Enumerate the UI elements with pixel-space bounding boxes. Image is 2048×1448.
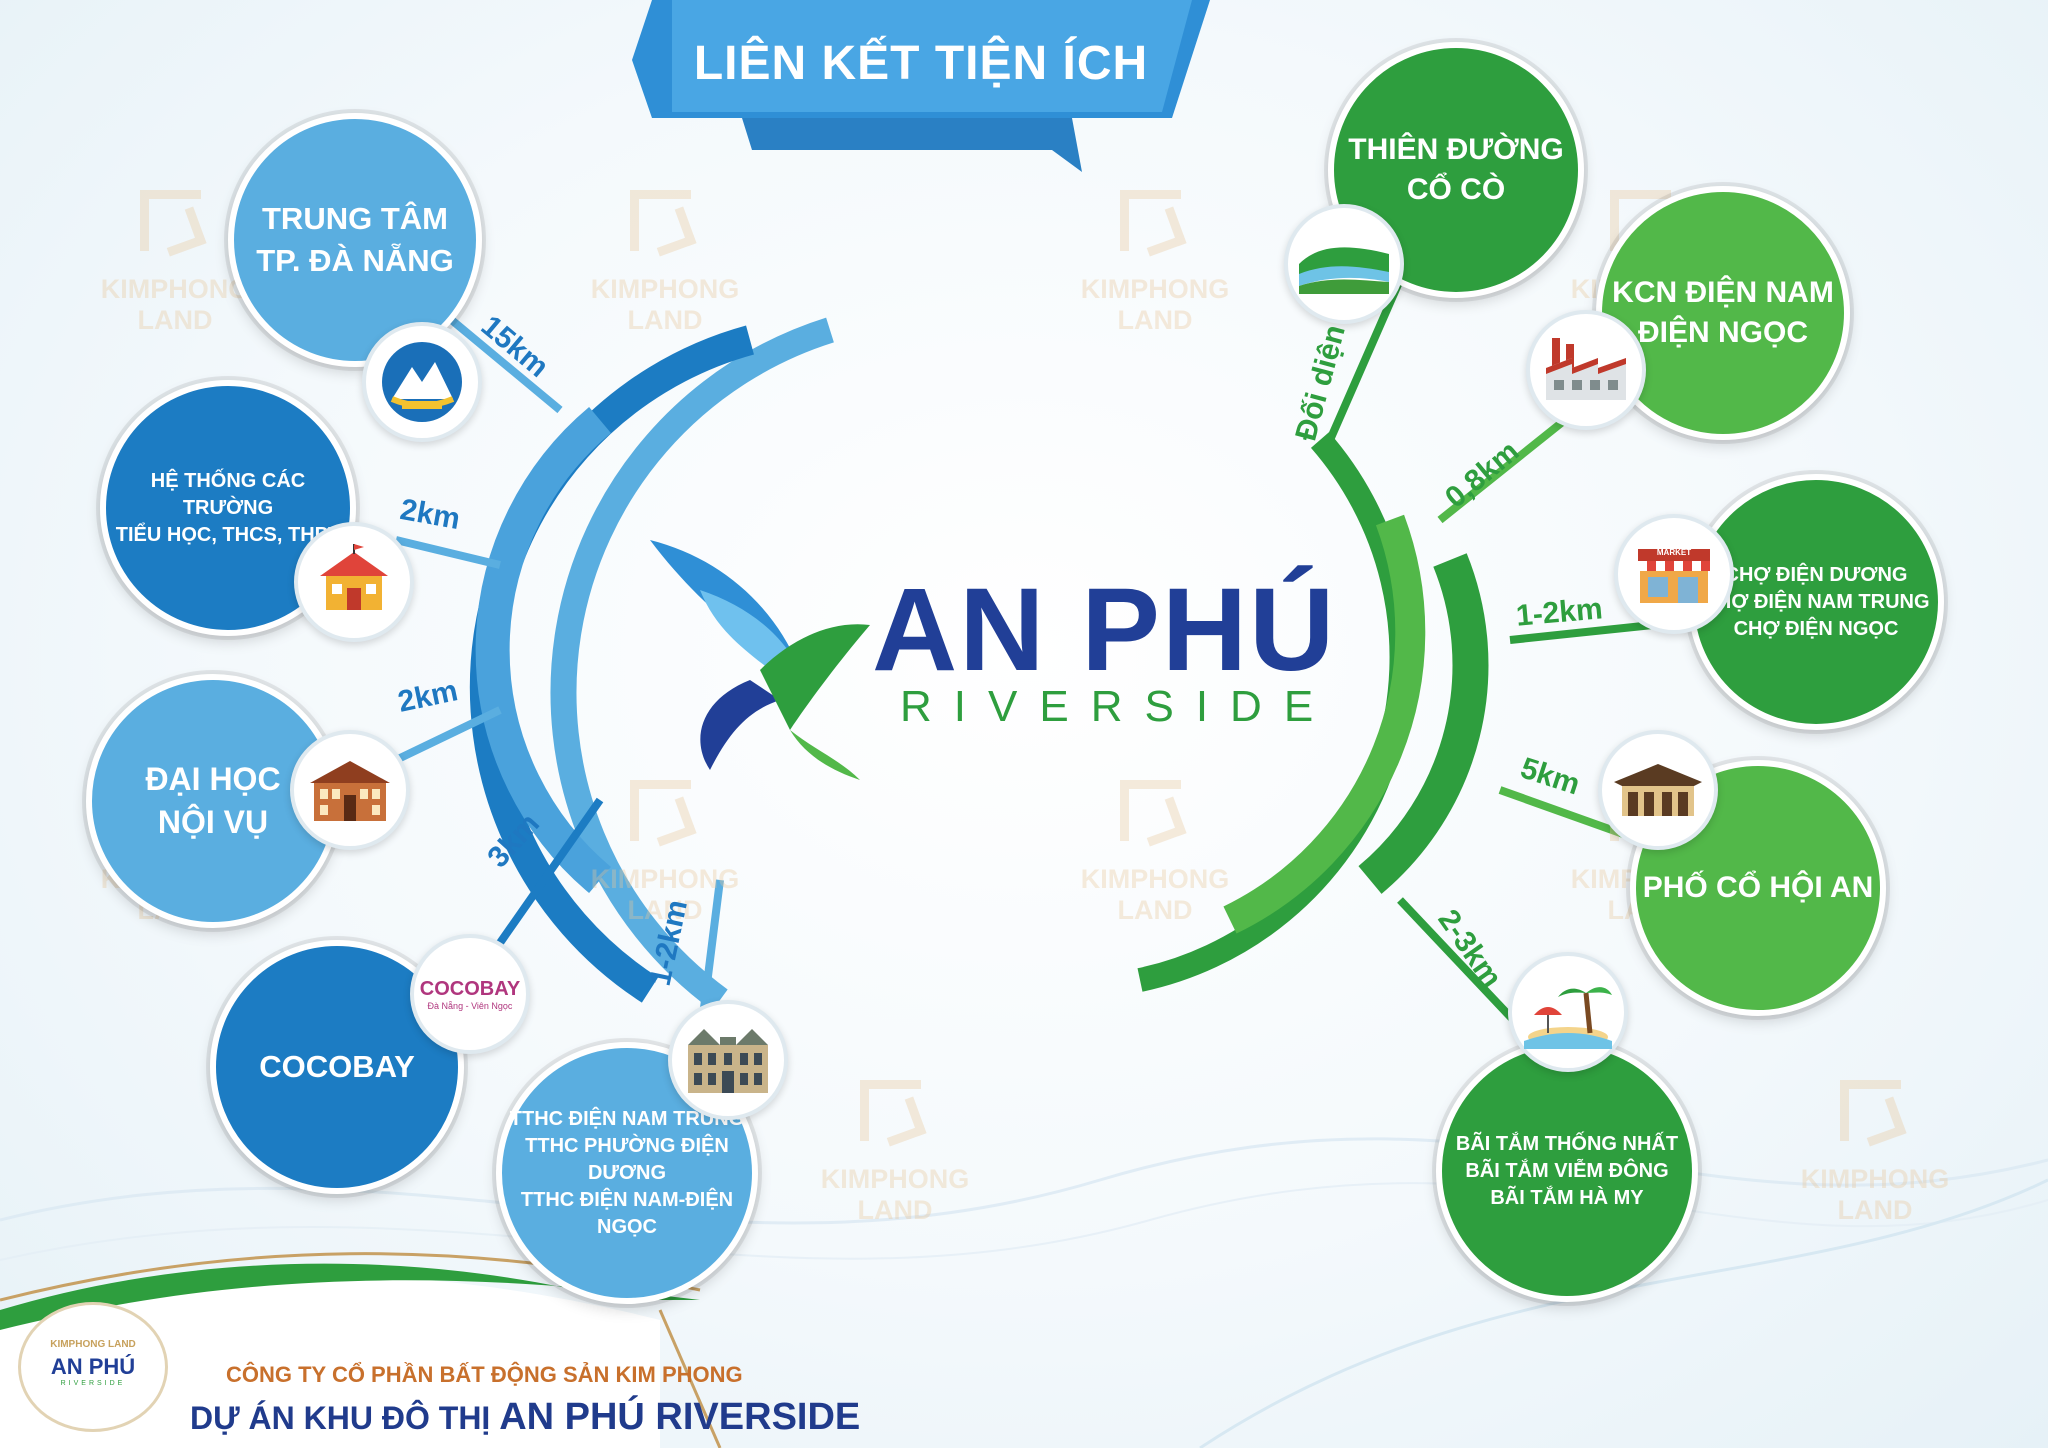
cocobay-logo-text: COCOBAY <box>419 977 521 1000</box>
connector-left-2 <box>395 536 501 569</box>
amenity-label: TTHC ĐIỆN NAM TRUNG TTHC PHƯỜNG ĐIỆN DƯƠ… <box>509 1107 745 1238</box>
amenity-admin-centers: TTHC ĐIỆN NAM TRUNG TTHC PHƯỜNG ĐIỆN DƯƠ… <box>496 1042 758 1304</box>
footer-project-prefix: DỰ ÁN KHU ĐÔ THỊ <box>190 1400 491 1436</box>
amenity-label: TRUNG TÂM TP. ĐÀ NẴNG <box>256 201 454 278</box>
watermark: KIMPHONG LAND <box>550 190 780 336</box>
connector-left-1 <box>439 308 563 414</box>
watermark: KIMPHONG LAND <box>1760 1080 1990 1226</box>
an-phu-logo-mark <box>650 540 870 780</box>
page-title: LIÊN KẾT TIỆN ÍCH <box>693 37 1149 90</box>
watermark: KIMPHONG LAND <box>1040 780 1270 926</box>
footer-logo-sub: RIVERSIDE <box>60 1380 126 1387</box>
footer-company: CÔNG TY CỔ PHẦN BẤT ĐỘNG SẢN KIM PHONG <box>226 1362 743 1387</box>
market-sign-text: MARKET <box>1656 548 1692 557</box>
amenity-label: CHỢ ĐIỆN DƯƠNG CHỢ ĐIỆN NAM TRUNG CHỢ ĐI… <box>1702 563 1930 640</box>
amenity-label: KCN ĐIỆN NAM ĐIỆN NGỌC <box>1612 275 1834 350</box>
cocobay-logo-subtext: Đà Nẵng - Viên Ngọc <box>427 1000 513 1011</box>
watermark: KIMPHONG LAND <box>780 1080 1010 1226</box>
footer-project-name: AN PHÚ RIVERSIDE <box>499 1396 861 1438</box>
amenity-label: ĐẠI HỌC NỘI VỤ <box>145 760 281 840</box>
market-icon: MARKET <box>1614 514 1734 634</box>
connector-right-1 <box>1326 278 1404 442</box>
hoi-an-house-icon <box>1598 730 1718 850</box>
amenity-label: BÃI TẮM THỐNG NHẤT BÃI TẮM VIỄM ĐÔNG BÃI… <box>1455 1132 1679 1209</box>
da-nang-emblem-icon <box>362 322 482 442</box>
amenity-label: THIÊN ĐƯỜNG CỔ CÒ <box>1348 132 1564 207</box>
amenity-schools: HỆ THỐNG CÁC TRƯỜNG TIỂU HỌC, THCS, THPT <box>100 380 356 636</box>
amenity-label: PHỐ CỔ HỘI AN <box>1642 870 1874 904</box>
logo-subtitle: RIVERSIDE <box>900 682 1336 731</box>
factory-icon <box>1526 310 1646 430</box>
logo-title: AN PHÚ <box>872 564 1337 696</box>
connector-left-3 <box>394 706 502 764</box>
amenity-markets: CHỢ ĐIỆN DƯƠNG CHỢ ĐIỆN NAM TRUNG CHỢ ĐI… <box>1688 474 1944 730</box>
footer-logo-name: AN PHÚ <box>50 1354 136 1379</box>
title-banner: LIÊN KẾT TIỆN ÍCH <box>632 0 1210 172</box>
left-arc-inner <box>475 406 611 894</box>
watermark: KIMPHONG LAND <box>550 780 780 926</box>
right-arc-mid <box>1223 514 1426 934</box>
footer-logo: KIMPHONG LAND AN PHÚ RIVERSIDE <box>18 1302 168 1432</box>
watermark: KIMPHONG LAND <box>60 190 290 336</box>
amenity-label: HỆ THỐNG CÁC TRƯỜNG TIỂU HỌC, THCS, THPT <box>115 469 341 546</box>
watermark: KIMPHONG LAND <box>1040 190 1270 336</box>
river-icon <box>1284 204 1404 324</box>
school-icon <box>294 522 414 642</box>
left-arc-outer <box>550 317 834 1011</box>
footer-project: DỰ ÁN KHU ĐÔ THỊ AN PHÚ RIVERSIDE <box>190 1396 860 1439</box>
amenity-label: COCOBAY <box>259 1049 415 1085</box>
amenity-beaches: BÃI TẮM THỐNG NHẤT BÃI TẮM VIỄM ĐÔNG BÃI… <box>1436 1040 1698 1302</box>
footer-logo-kimphong: KIMPHONG LAND <box>50 1339 136 1350</box>
admin-building-icon <box>668 1000 788 1120</box>
beach-icon <box>1508 952 1628 1072</box>
university-icon <box>290 730 410 850</box>
amenity-da-nang-center: TRUNG TÂM TP. ĐÀ NẴNG <box>228 113 482 367</box>
right-arc-inner <box>1358 553 1489 894</box>
cocobay-logo-icon: COCOBAY Đà Nẵng - Viên Ngọc <box>410 934 530 1054</box>
